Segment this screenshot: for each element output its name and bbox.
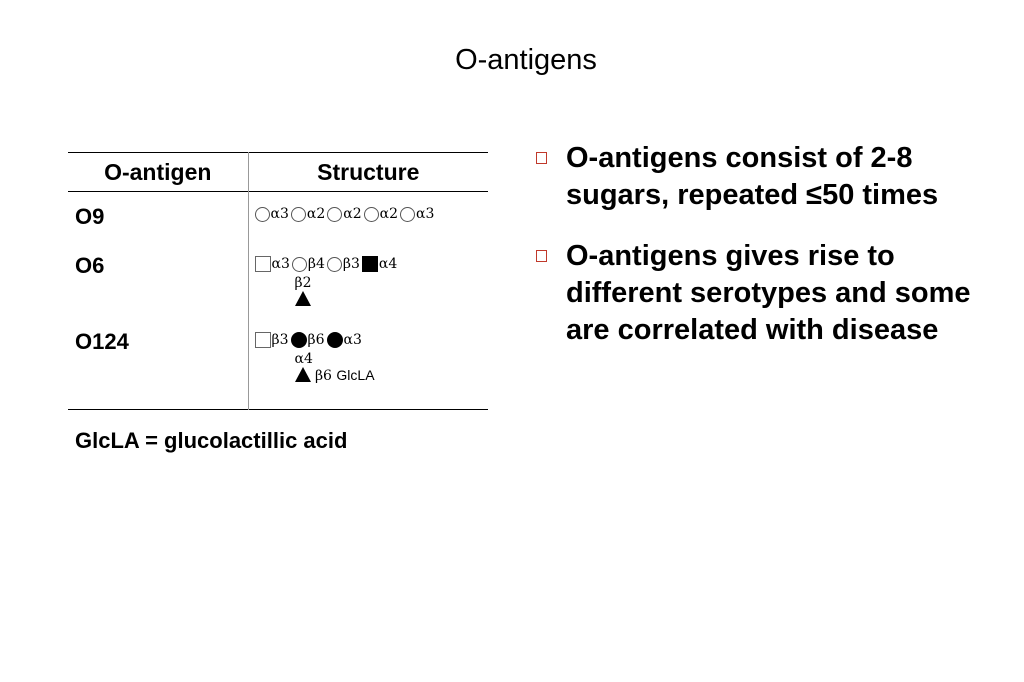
antigen-name: O9 — [75, 204, 105, 229]
glycosidic-link: α3 — [271, 256, 290, 272]
header-o-antigen: O-antigen — [104, 158, 212, 185]
structure-cell: α3 α2 α2 α2 α3 — [247, 191, 489, 249]
glycosidic-link: α2 — [379, 206, 398, 222]
glycosidic-link: α3 — [416, 206, 435, 222]
open-circle-icon — [326, 256, 342, 272]
branch-tail-link: β6 — [314, 368, 332, 384]
header-structure: Structure — [247, 152, 488, 192]
glycosidic-link: α2 — [306, 206, 326, 222]
glycosidic-link: α3 — [343, 332, 362, 348]
glycosidic-link: α4 — [378, 256, 398, 272]
open-circle-icon — [400, 206, 415, 222]
antigen-name: O6 — [75, 253, 105, 278]
filled-triangle-icon — [294, 291, 311, 306]
open-circle-icon — [290, 206, 306, 222]
sugar-chain: β3 β6 α3 — [249, 329, 489, 351]
open-circle-icon — [327, 206, 343, 222]
sugar-chain: α3 β4 β3 α4 — [249, 253, 489, 275]
filled-circle-icon — [290, 332, 307, 348]
open-square-icon — [254, 332, 271, 348]
table-header-row: O-antigen Structure — [68, 152, 488, 192]
sugar-chain: α3 α2 α2 α2 α3 — [249, 203, 489, 225]
glycosidic-link: β4 — [307, 256, 325, 272]
structure-cell: α3 β4 β3 α4 β2 — [247, 249, 489, 321]
branch-link: α4 — [294, 351, 313, 367]
table-row-o124: O124 β3 β6 α3 α4 β6 GlcLA — [68, 321, 488, 410]
glycosidic-link: α2 — [343, 206, 362, 222]
filled-circle-icon — [326, 332, 343, 348]
open-circle-icon — [363, 206, 379, 222]
square-bullet-icon — [536, 250, 547, 262]
antigen-name: O124 — [75, 329, 129, 354]
slide-title: O-antigens — [455, 44, 597, 76]
branch-sugar: β6 GlcLA — [249, 367, 489, 384]
glycosidic-link: β6 — [307, 332, 325, 348]
filled-square-icon — [361, 256, 378, 272]
open-square-icon — [254, 256, 271, 272]
glycosidic-link: α3 — [270, 206, 289, 222]
bullet-item: O-antigens consist of 2-8 sugars, repeat… — [536, 140, 996, 214]
filled-triangle-icon — [294, 367, 311, 382]
bullet-list: O-antigens consist of 2-8 sugars, repeat… — [536, 140, 996, 373]
open-circle-icon — [291, 256, 307, 272]
bullet-item: O-antigens gives rise to different serot… — [536, 238, 996, 349]
open-circle-icon — [254, 206, 270, 222]
square-bullet-icon — [536, 152, 547, 164]
branch-sugar — [249, 291, 489, 308]
footnote: GlcLA = glucolactillic acid — [75, 428, 348, 453]
glycosidic-link: β3 — [271, 332, 289, 348]
bullet-text: O-antigens gives rise to different serot… — [566, 240, 971, 346]
branch-tail-label: GlcLA — [336, 367, 375, 383]
glycosidic-link: β3 — [342, 256, 360, 272]
table-row-o6: O6 α3 β4 β3 α4 β2 — [68, 249, 488, 321]
structure-cell: β3 β6 α3 α4 β6 GlcLA — [247, 321, 489, 410]
bullet-text: O-antigens consist of 2-8 sugars, repeat… — [566, 142, 939, 211]
branch-link: β2 — [294, 275, 312, 291]
table-row-o9: O9 α3 α2 α2 α2 α3 — [68, 191, 489, 249]
